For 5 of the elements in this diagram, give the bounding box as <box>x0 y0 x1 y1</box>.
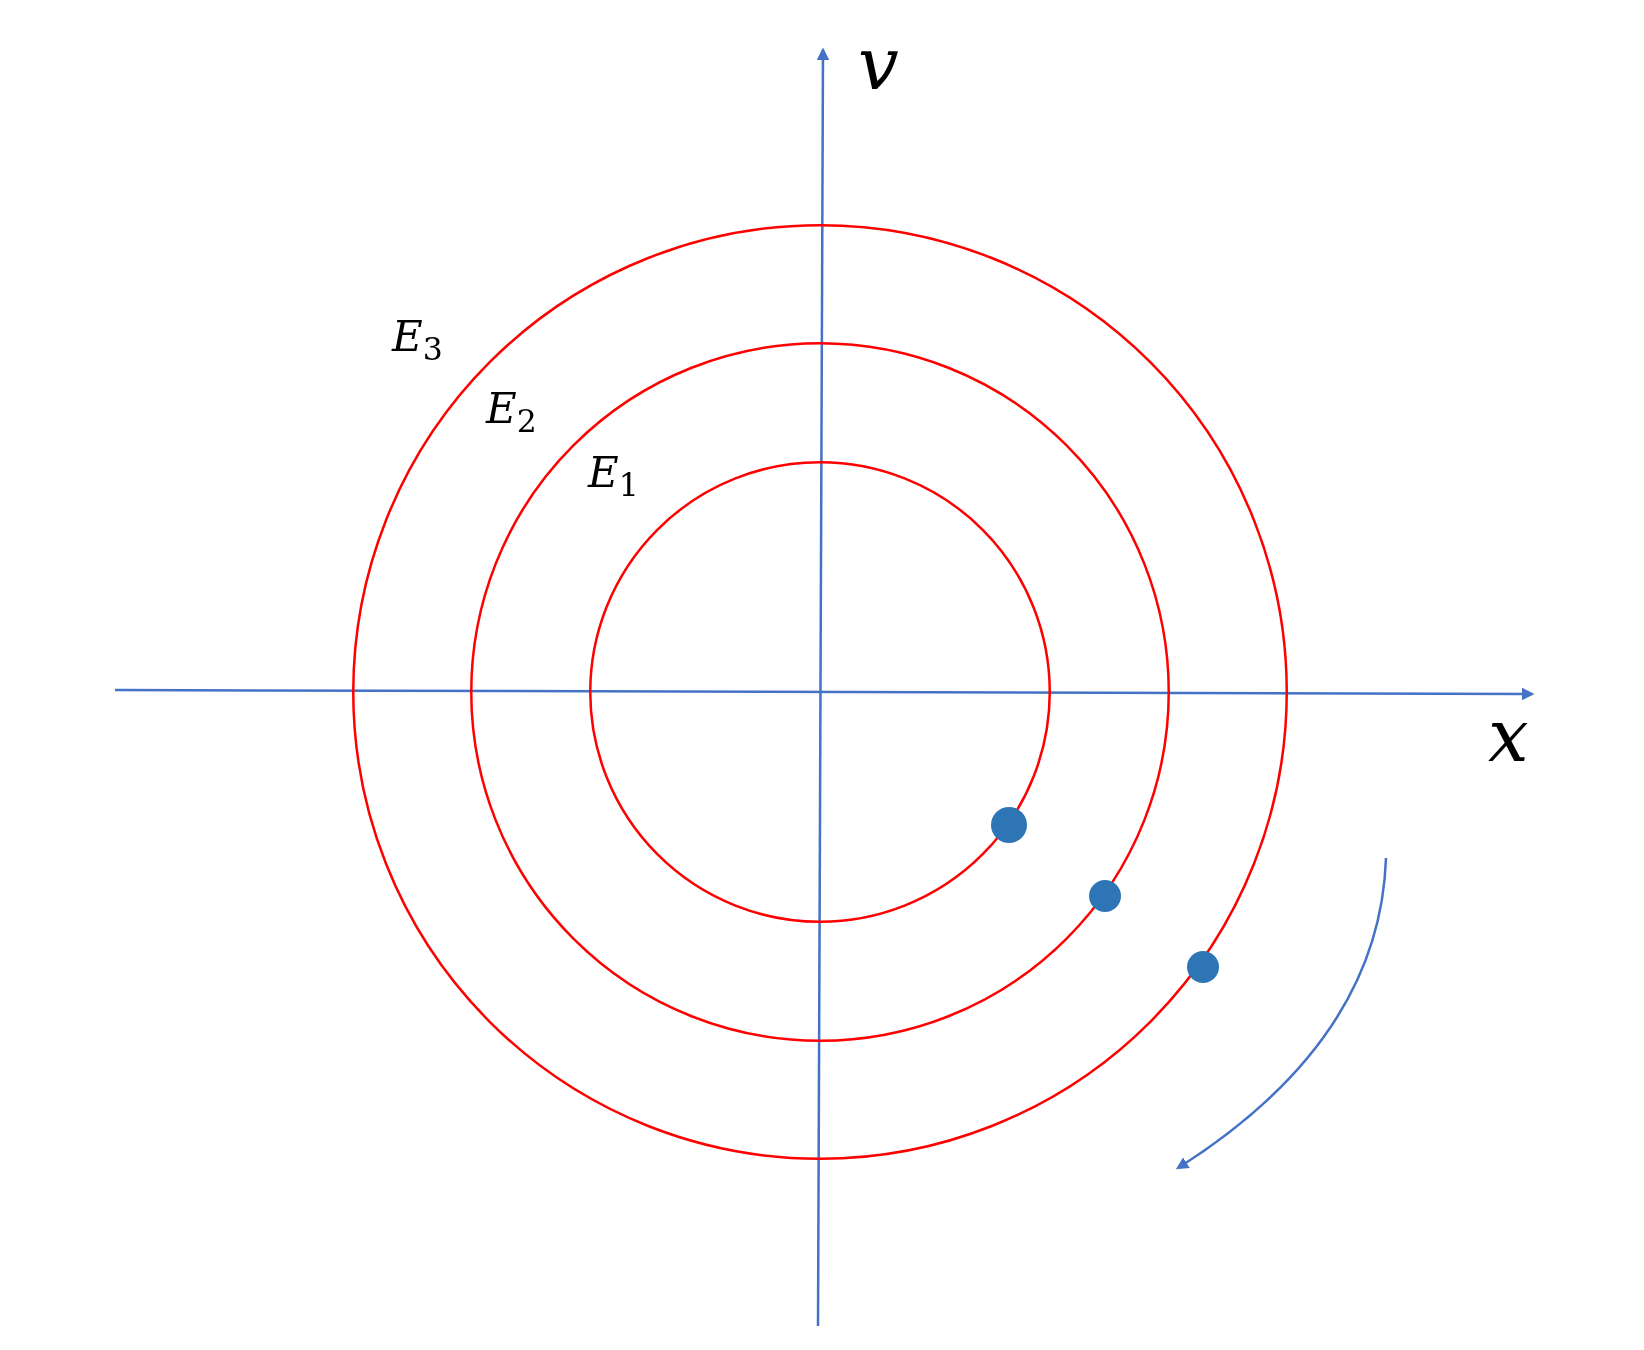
energy-label: E$_{3}$ <box>392 316 443 366</box>
energy-label: E$_{1}$ <box>588 452 639 502</box>
energy-label: E$_{2}$ <box>486 388 537 438</box>
axis-label: x <box>1488 700 1529 772</box>
axis-label: v <box>858 28 899 100</box>
